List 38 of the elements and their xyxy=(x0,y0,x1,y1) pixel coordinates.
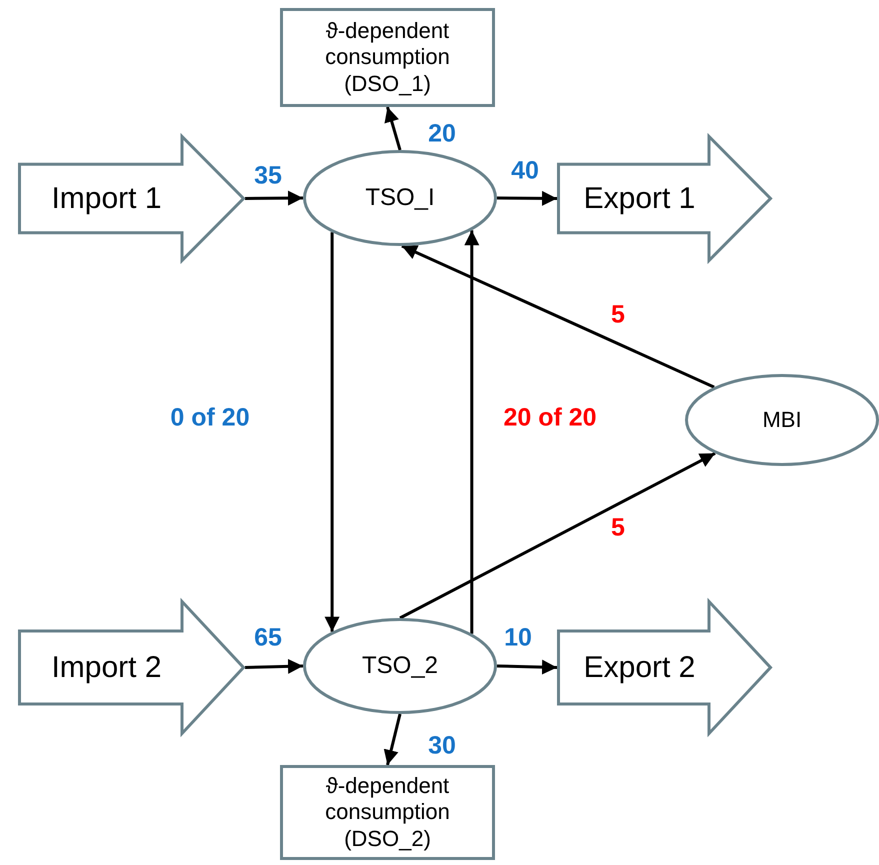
node-label: MBI xyxy=(762,406,802,434)
arrow xyxy=(496,660,558,675)
edge-label: 30 xyxy=(428,732,456,760)
edge-label: 20 xyxy=(428,120,456,148)
arrow xyxy=(244,658,304,674)
arrow xyxy=(401,244,715,389)
node-label: Export 1 xyxy=(584,180,696,216)
edge-label: 10 xyxy=(504,624,532,652)
consumption-box xyxy=(280,8,495,107)
arrow xyxy=(324,232,340,632)
operator-ellipse xyxy=(685,374,879,466)
node-label: Export 2 xyxy=(584,650,696,686)
edge-label: 0 of 20 xyxy=(170,404,250,432)
operator-ellipse xyxy=(303,618,497,714)
operator-ellipse xyxy=(303,150,497,246)
consumption-box xyxy=(280,765,495,860)
arrow xyxy=(399,452,716,620)
block-arrow xyxy=(18,135,245,262)
arrow xyxy=(384,106,402,150)
block-arrow xyxy=(18,600,245,735)
edge-label: 65 xyxy=(254,624,282,652)
block-arrow xyxy=(557,600,772,735)
node-label: ϑ-dependent consumption (DSO_1) xyxy=(324,18,451,98)
node-label: Import 1 xyxy=(51,180,162,216)
node-label: ϑ-dependent consumption (DSO_2) xyxy=(324,772,451,852)
node-label: TSO_2 xyxy=(362,652,438,680)
block-arrow xyxy=(557,135,772,262)
node-label: Import 2 xyxy=(51,650,162,686)
edge-label: 40 xyxy=(511,156,539,186)
node-label: TSO_I xyxy=(365,184,435,212)
arrow xyxy=(244,190,304,206)
arrow xyxy=(464,230,480,634)
edge-label: 5 xyxy=(611,514,625,542)
edge-label: 5 xyxy=(611,300,625,330)
edge-label: 20 of 20 xyxy=(503,404,597,432)
edge-label: 35 xyxy=(254,162,282,190)
arrow xyxy=(496,190,558,206)
arrow xyxy=(384,714,402,766)
